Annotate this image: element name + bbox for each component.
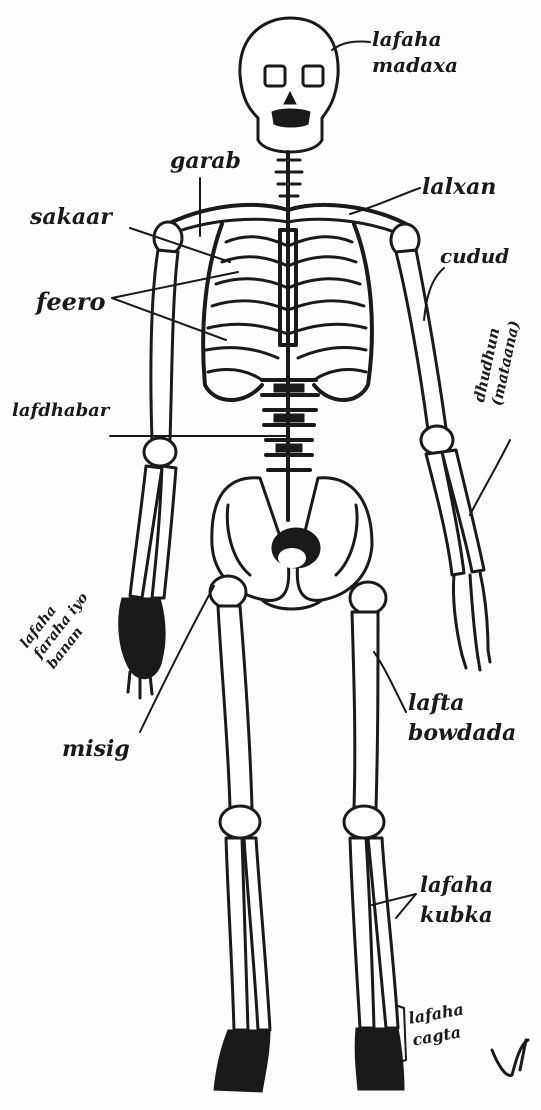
right-leg <box>344 582 404 1090</box>
label-femur: lafta bowdada <box>408 688 528 748</box>
label-ribs: feero <box>36 290 106 314</box>
label-humerus: cudud <box>440 246 509 266</box>
label-spine: lafdhabar <box>12 402 109 420</box>
label-collarbone: lalxan <box>422 176 496 198</box>
label-chest: garab <box>170 150 241 172</box>
right-arm <box>396 250 490 670</box>
label-muscle: misig <box>62 738 130 760</box>
label-scapula: sakaar <box>30 206 112 228</box>
skull <box>240 18 338 152</box>
label-shin: lafaha kubka <box>420 870 530 930</box>
left-arm <box>119 250 178 698</box>
label-skull: lafaha madaxa <box>372 26 512 78</box>
left-leg <box>210 576 270 1092</box>
